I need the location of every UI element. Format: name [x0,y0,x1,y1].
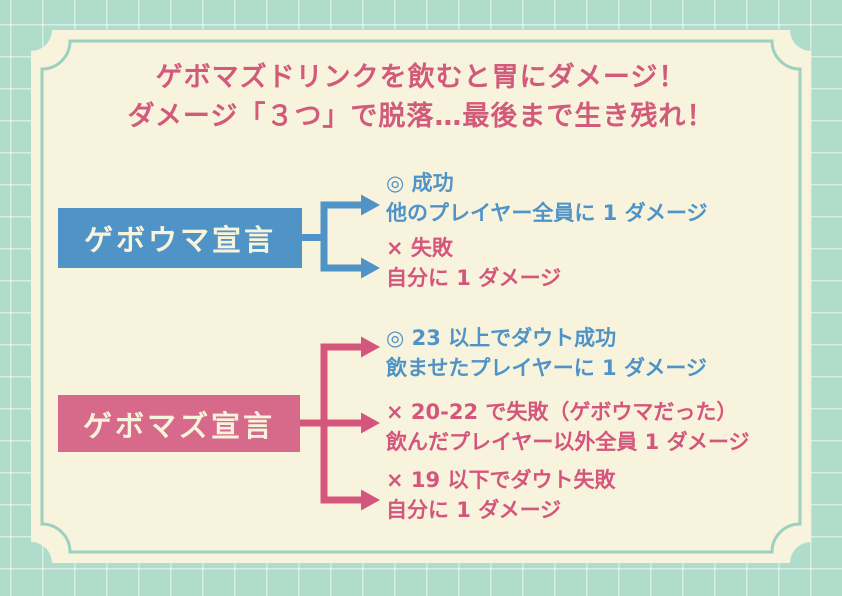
gebomazu-label: ゲボマズ宣言 [82,408,275,443]
title-line-1: ゲボマズドリンクを飲むと胃にダメージ！ [155,62,687,93]
branch-desc: 自分に 1 ダメージ [386,266,562,290]
gebomazu-label-box: ゲボマズ宣言 [58,395,300,452]
gebomazu-arrowheads [361,336,380,511]
branch-heading: ◎ 23 以上でダウト成功 [386,326,617,350]
gebouma-branch-fail: × 失敗 自分に 1 ダメージ [386,233,561,293]
gebomazu-branch-midrange-fail: × 20-22 で失敗（ゲボウマだった） 飲んだプレイヤー以外全員 1 ダメージ [386,397,750,457]
branch-desc: 自分に 1 ダメージ [386,498,562,522]
page-title: ゲボマズドリンクを飲むと胃にダメージ！ ダメージ「３つ」で脱落…最後まで生き残れ… [31,58,811,136]
branch-heading: × 20-22 で失敗（ゲボウマだった） [386,400,738,424]
gebomazu-branch-doubt-fail: × 19 以下でダウト失敗 自分に 1 ダメージ [386,465,615,525]
gebouma-connector-lines [302,201,363,272]
gebouma-label-box: ゲボウマ宣言 [58,208,302,268]
gebomazu-branch-doubt-success: ◎ 23 以上でダウト成功 飲ませたプレイヤーに 1 ダメージ [386,323,707,383]
title-line-2: ダメージ「３つ」で脱落…最後まで生き残れ！ [127,101,715,132]
branch-heading: ◎ 成功 [386,171,454,195]
gebouma-arrowheads [361,194,380,279]
card-inner-border [40,39,802,554]
gebouma-label: ゲボウマ宣言 [83,223,276,257]
branch-heading: × 失敗 [386,236,453,260]
gebouma-branch-success: ◎ 成功 他のプレイヤー全員に 1 ダメージ [386,168,708,228]
branch-heading: × 19 以下でダウト失敗 [386,468,616,492]
branch-desc: 飲ませたプレイヤーに 1 ダメージ [386,356,707,380]
gebomazu-connector-lines [300,343,363,504]
branch-desc: 他のプレイヤー全員に 1 ダメージ [386,201,708,225]
branch-desc: 飲んだプレイヤー以外全員 1 ダメージ [386,430,750,454]
